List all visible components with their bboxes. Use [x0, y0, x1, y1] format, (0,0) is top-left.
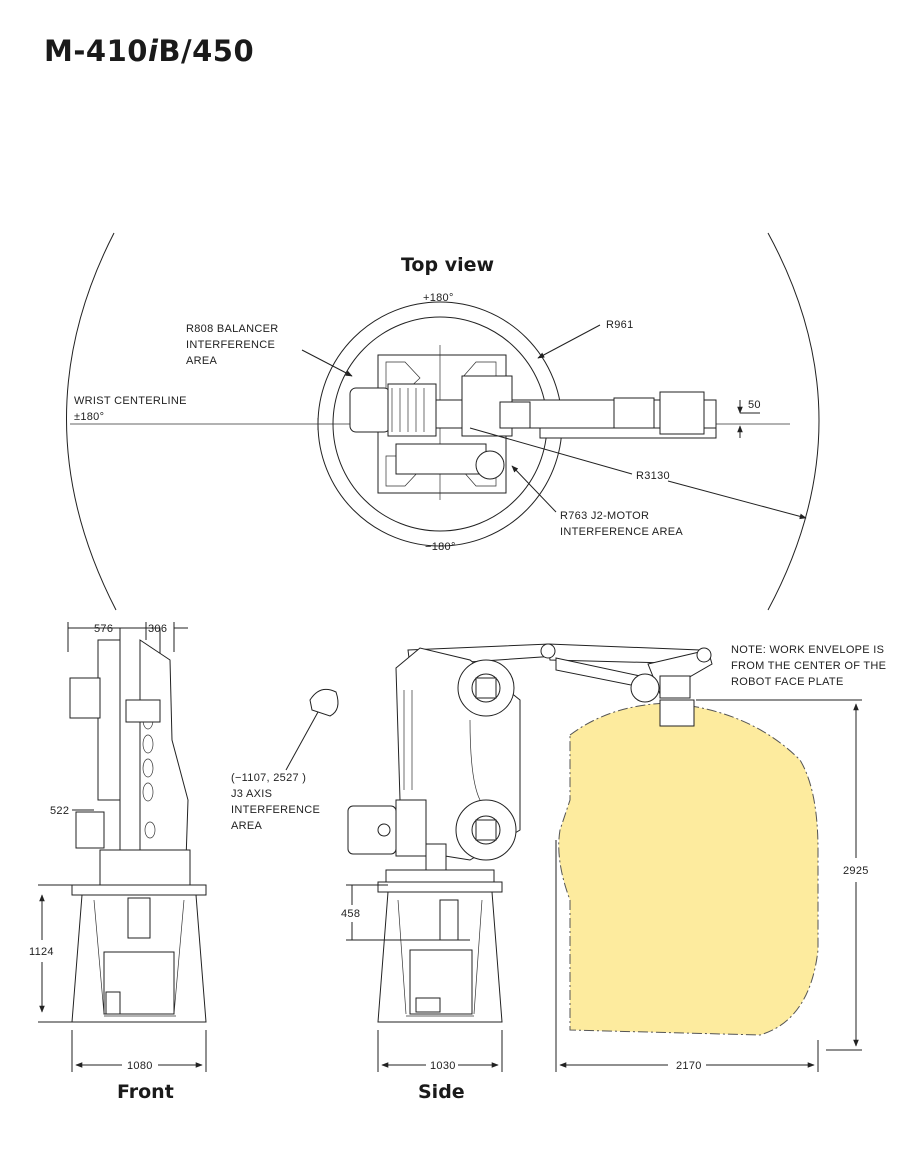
note-line-3: ROBOT FACE PLATE — [731, 676, 844, 688]
r763-label-2: INTERFERENCE AREA — [560, 526, 683, 538]
work-envelope — [558, 702, 819, 1036]
r808-label-1: R808 BALANCER — [186, 323, 279, 335]
j3-label-3: INTERFERENCE — [231, 804, 320, 816]
top-motor-housing — [387, 383, 437, 437]
top-view-label: Top view — [401, 254, 495, 276]
side-base-flange — [377, 881, 503, 893]
dim-1080: 1080 — [127, 1060, 153, 1072]
r808-label-3: AREA — [186, 355, 218, 367]
reach-arc-right — [767, 232, 820, 611]
j3-label-1: (−1107, 2527 ) — [231, 772, 306, 784]
note-line-1: NOTE: WORK ENVELOPE IS — [731, 644, 884, 656]
front-base-flange — [71, 884, 207, 896]
top-view-diagram: +180° −180° R808 BALANCER INTERFERENCE A… — [66, 232, 820, 611]
wrist-label-1: WRIST CENTERLINE — [74, 395, 187, 407]
angle-plus-180: +180° — [423, 292, 454, 304]
side-wrist-disc — [630, 673, 660, 703]
front-arm-left — [97, 639, 123, 801]
front-view-diagram: 576 306 522 1124 1080 — [29, 622, 207, 1072]
angle-minus-180: −180° — [425, 541, 456, 553]
front-motor-bottom — [75, 811, 105, 849]
model-title: M-410iB/450 — [44, 34, 255, 68]
dim-2925: 2925 — [843, 865, 869, 877]
j3-label-4: AREA — [231, 820, 263, 832]
r808-label-2: INTERFERENCE — [186, 339, 275, 351]
front-view-label: Front — [117, 1081, 174, 1103]
dim-522: 522 — [50, 805, 69, 817]
front-motor-top — [69, 677, 101, 719]
dim-458: 458 — [341, 908, 360, 920]
dim-50-label: 50 — [748, 399, 761, 411]
note-line-2: FROM THE CENTER OF THE — [731, 660, 886, 672]
r763-label-1: R763 J2-MOTOR — [560, 510, 649, 522]
wrist-label-2: ±180° — [74, 411, 104, 423]
reach-arc-left — [66, 232, 117, 611]
r3130-label: R3130 — [636, 470, 670, 482]
dim-1124: 1124 — [29, 946, 54, 958]
dim-1030: 1030 — [430, 1060, 456, 1072]
j3-label-2: J3 AXIS — [231, 788, 272, 800]
top-j2-unit — [395, 443, 487, 475]
dim-306: 306 — [148, 623, 167, 635]
dim-2170: 2170 — [676, 1060, 702, 1072]
j3-interference-sketch — [309, 688, 339, 717]
side-face-plate — [659, 699, 695, 727]
side-view-label: Side — [418, 1081, 465, 1103]
top-j2-motor — [349, 387, 391, 433]
side-view-diagram: (−1107, 2527 ) J3 AXIS INTERFERENCE AREA… — [231, 643, 886, 1072]
dim-576: 576 — [94, 623, 113, 635]
front-link — [139, 639, 189, 881]
r961-label: R961 — [606, 319, 634, 331]
